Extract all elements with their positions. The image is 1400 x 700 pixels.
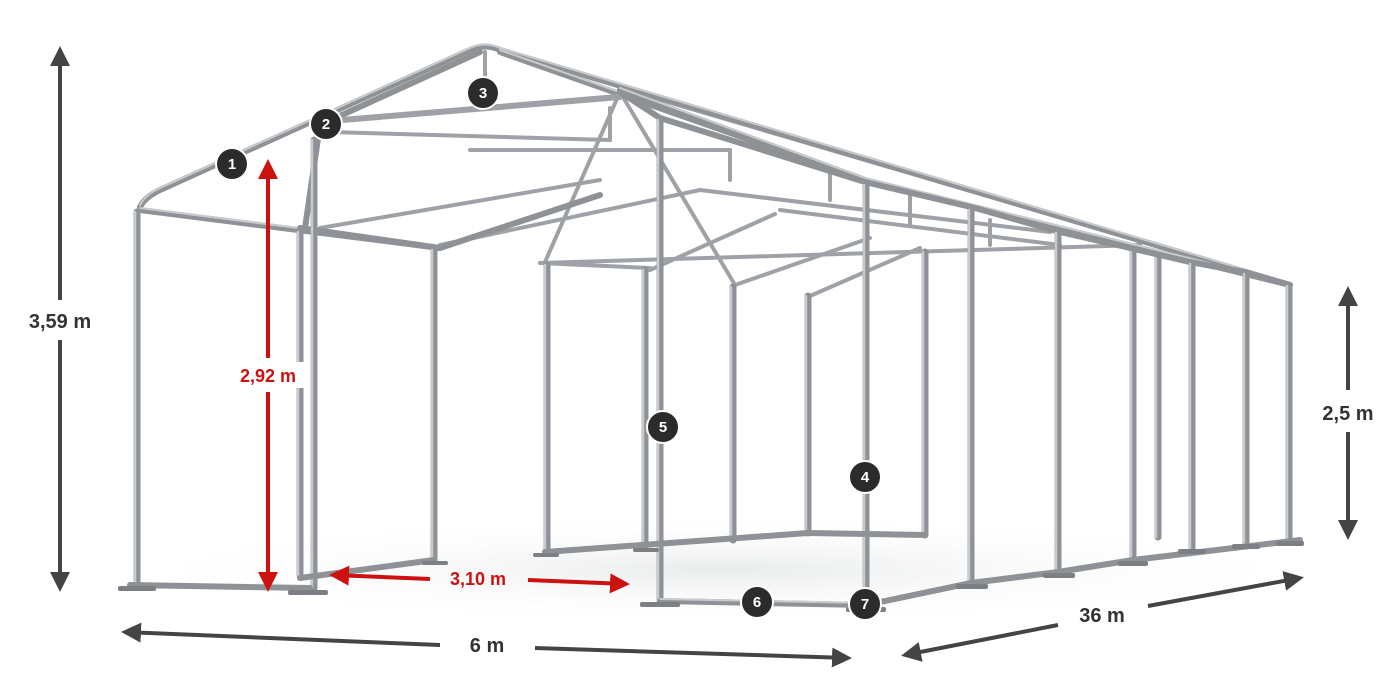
marker-4: 4 xyxy=(848,460,882,494)
ground-rails xyxy=(127,530,1303,608)
dimension-width: 6 m xyxy=(121,622,852,668)
width-label: 6 m xyxy=(470,635,504,657)
tent-frame xyxy=(118,43,1304,612)
front-gable-posts xyxy=(133,136,438,592)
svg-text:4: 4 xyxy=(861,469,870,486)
dimension-bay-width: 3,10 m xyxy=(329,565,630,594)
total-height-label: 3,59 m xyxy=(29,311,91,333)
bay-width-label: 3,10 m xyxy=(450,569,506,589)
svg-text:5: 5 xyxy=(659,419,667,436)
svg-text:7: 7 xyxy=(861,596,869,613)
marker-6: 6 xyxy=(740,585,774,619)
marker-2: 2 xyxy=(309,107,343,141)
length-label: 36 m xyxy=(1079,605,1125,627)
dimension-total-height: 3,59 m xyxy=(29,46,91,592)
marker-3: 3 xyxy=(466,76,500,110)
svg-text:2: 2 xyxy=(322,116,330,133)
svg-text:6: 6 xyxy=(753,594,761,611)
dimension-side-height: 2,5 m xyxy=(1322,286,1374,540)
svg-text:1: 1 xyxy=(228,156,236,173)
dimension-inner-height: 2,92 m xyxy=(228,159,310,592)
marker-7: 7 xyxy=(848,587,882,621)
svg-text:3: 3 xyxy=(479,85,487,102)
side-height-label: 2,5 m xyxy=(1322,403,1373,425)
marker-1: 1 xyxy=(215,147,249,181)
floor-shadow xyxy=(100,515,1340,625)
dimension-length: 36 m xyxy=(901,571,1304,662)
inner-height-label: 2,92 m xyxy=(240,366,296,386)
far-side-posts xyxy=(543,244,1162,564)
marker-5: 5 xyxy=(646,410,680,444)
